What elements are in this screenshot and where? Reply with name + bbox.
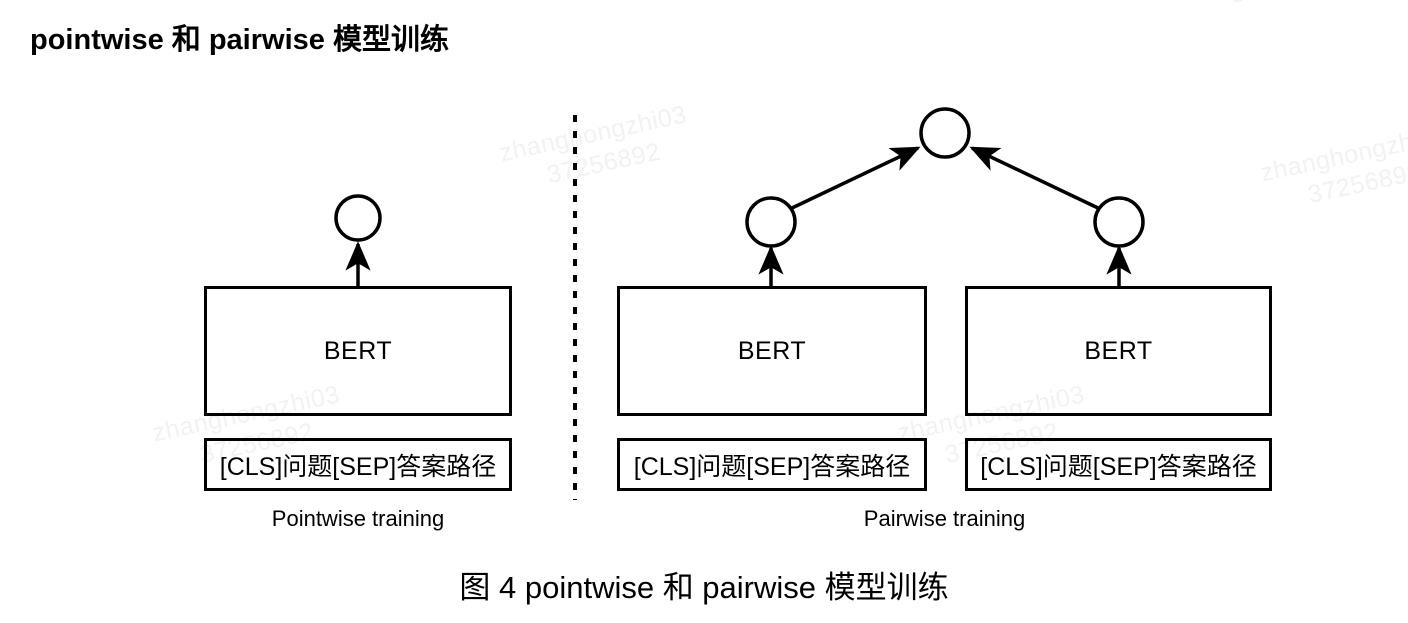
bert-box-label: BERT bbox=[737, 336, 807, 365]
input-box-label: [CLS]问题[SEP]答案路径 bbox=[219, 452, 497, 481]
bert-box-pointwise: BERT bbox=[204, 286, 512, 416]
bert-box-pairwise-left: BERT bbox=[617, 286, 927, 416]
bert-box-pairwise-right: BERT bbox=[965, 286, 1272, 416]
score-node-pairwise-right bbox=[1093, 196, 1145, 248]
score-node-pointwise bbox=[334, 194, 382, 242]
panel-label-pairwise: Pairwise training bbox=[863, 506, 1026, 531]
merge-node-pairwise bbox=[919, 107, 971, 159]
score-node-pairwise-left bbox=[745, 196, 797, 248]
bert-box-label: BERT bbox=[1084, 336, 1153, 365]
input-box-label: [CLS]问题[SEP]答案路径 bbox=[980, 452, 1257, 481]
page-title: pointwise 和 pairwise 模型训练 bbox=[30, 24, 449, 56]
arrow-score-right-to-merge bbox=[969, 146, 1099, 210]
input-box-pointwise: [CLS]问题[SEP]答案路径 bbox=[204, 438, 512, 491]
bert-box-label: BERT bbox=[323, 336, 393, 365]
figure-caption: 图 4 pointwise 和 pairwise 模型训练 bbox=[459, 570, 949, 605]
input-box-pairwise-right: [CLS]问题[SEP]答案路径 bbox=[965, 438, 1272, 491]
input-box-pairwise-left: [CLS]问题[SEP]答案路径 bbox=[617, 438, 927, 491]
arrow-score-left-to-merge bbox=[791, 146, 921, 210]
panel-label-pointwise: Pointwise training bbox=[271, 506, 445, 531]
input-box-label: [CLS]问题[SEP]答案路径 bbox=[633, 452, 911, 481]
